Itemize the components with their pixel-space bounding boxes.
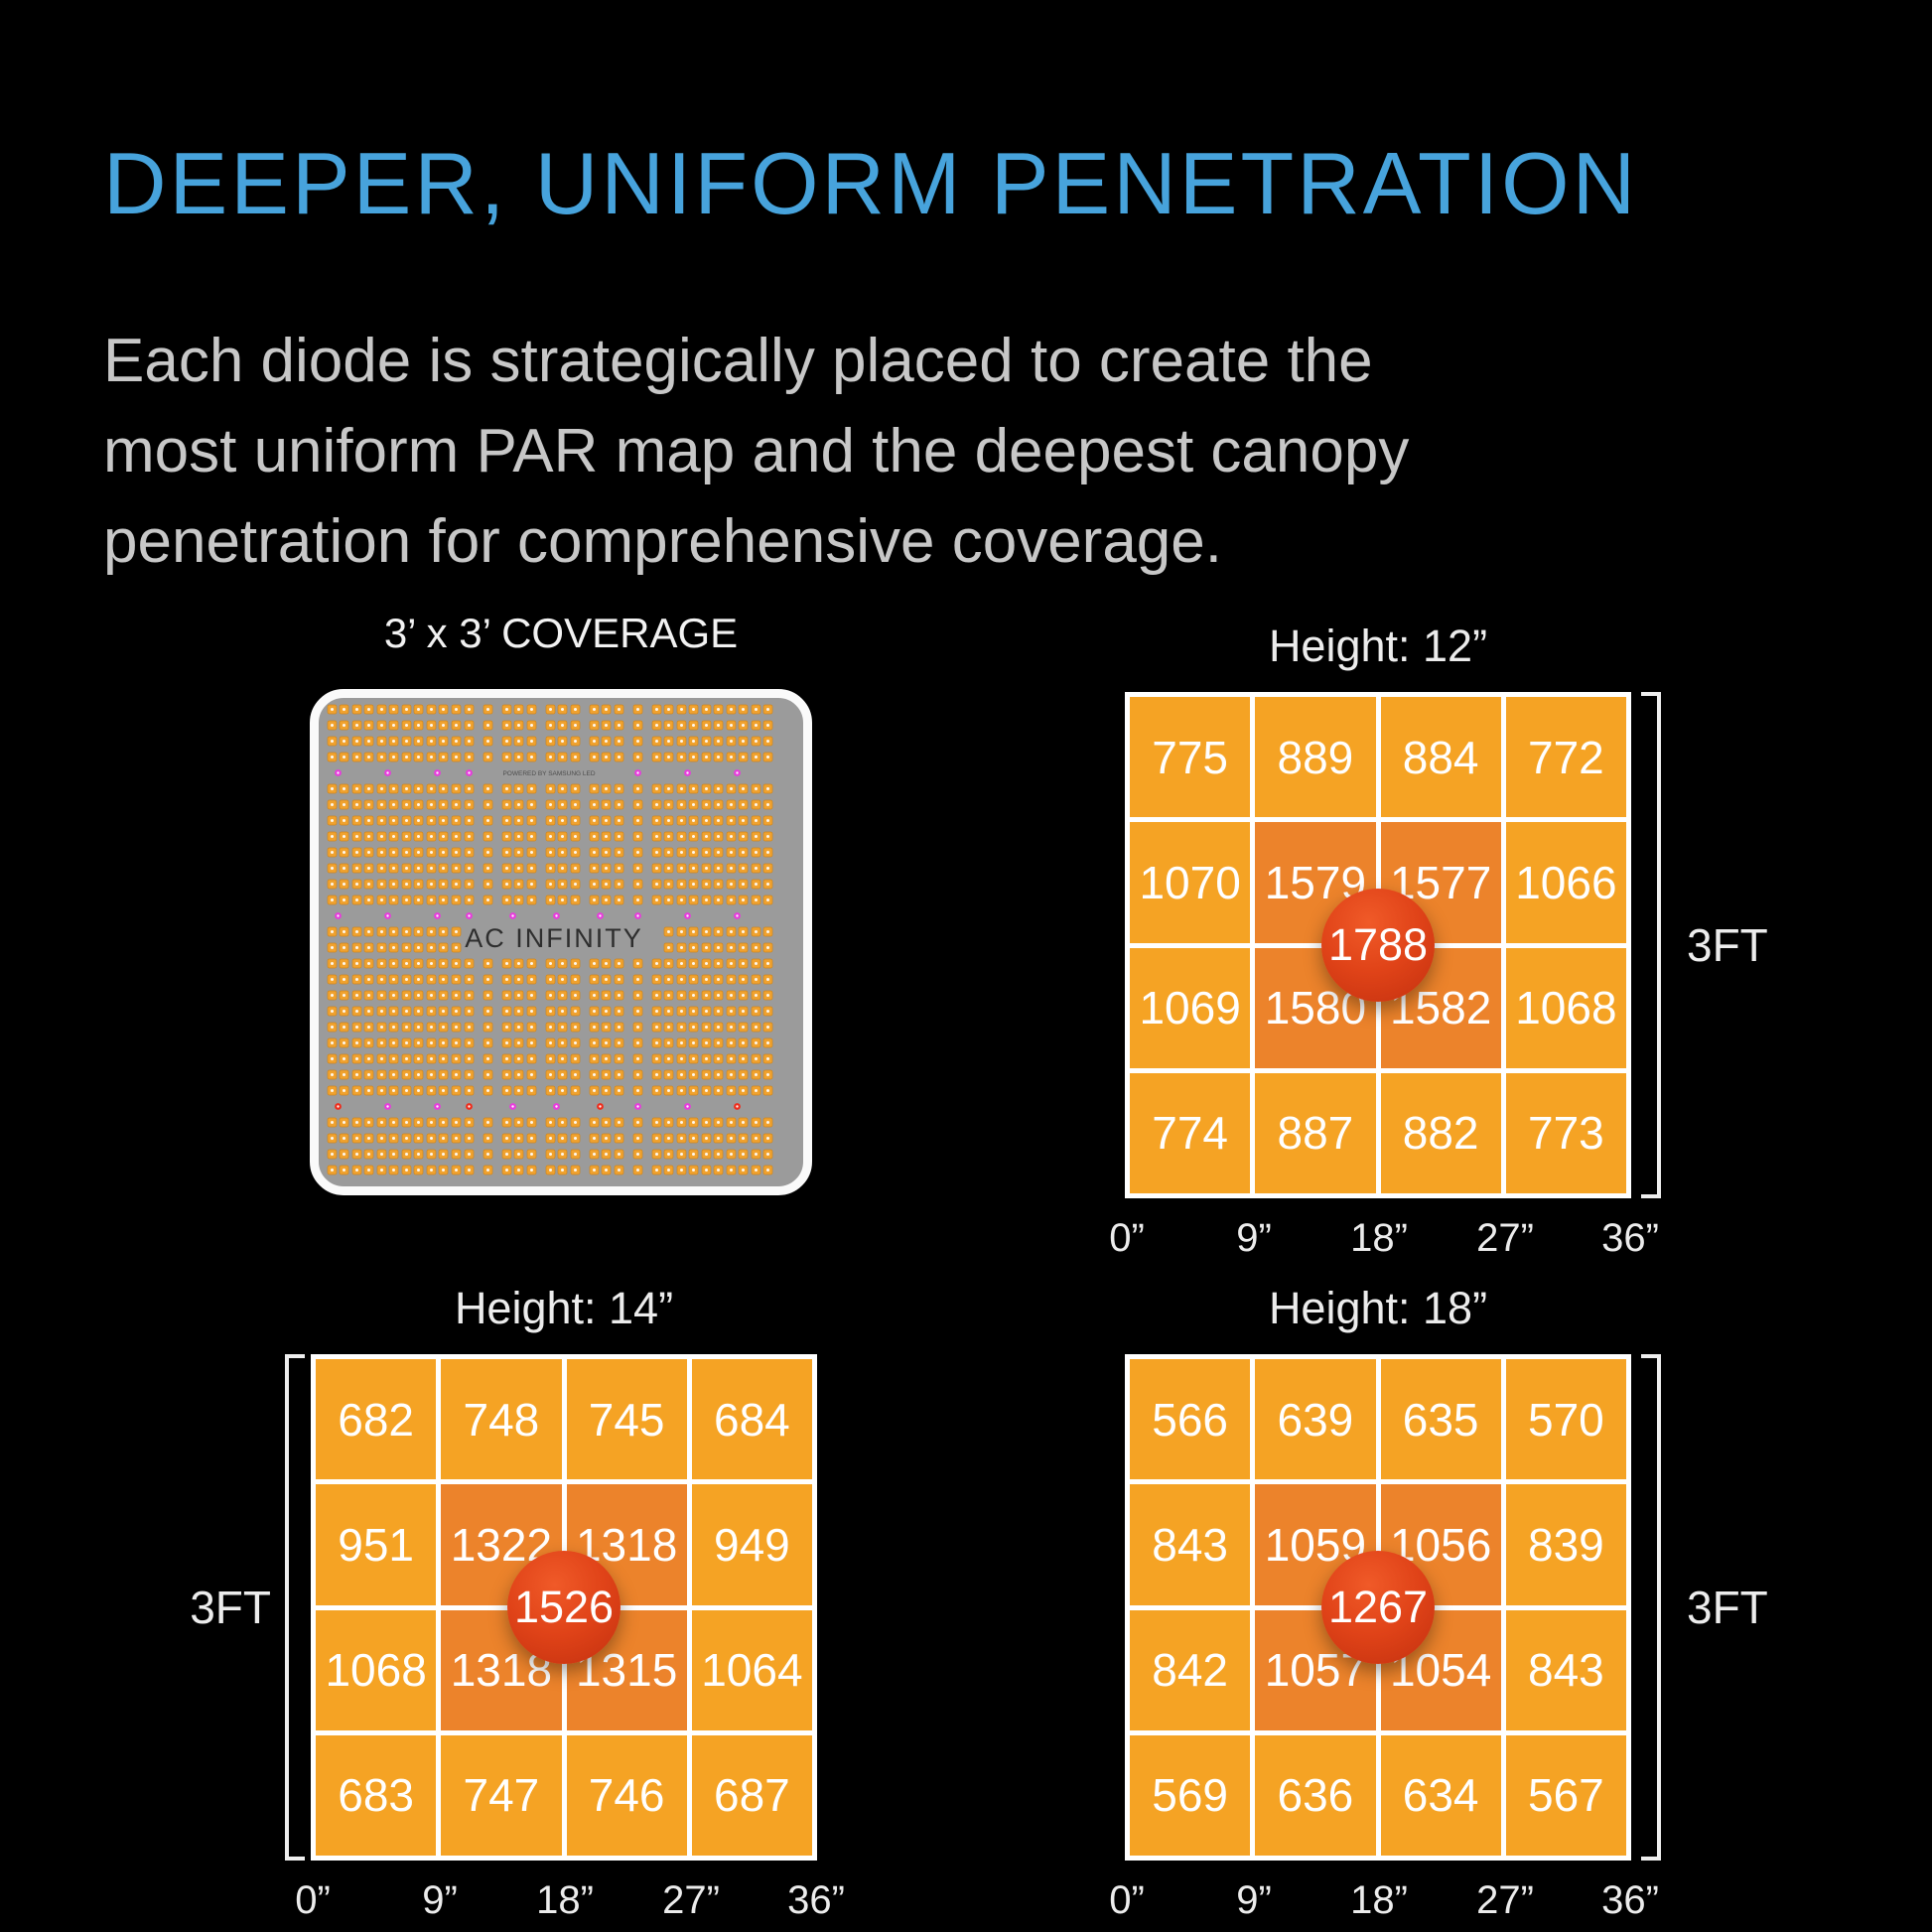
axis-tick: 36” — [1601, 1878, 1659, 1922]
par-cell: 687 — [691, 1734, 812, 1856]
led-board-image: POWERED BY SAMSUNG LED AC INFINITY — [310, 689, 812, 1195]
par-cell: 1322 — [441, 1484, 562, 1605]
par-cell: 949 — [691, 1484, 812, 1605]
par-cell: 682 — [316, 1359, 437, 1480]
page-description: Each diode is strategically placed to cr… — [103, 316, 1409, 587]
par-map-title: Height: 12” — [1268, 621, 1488, 671]
par-cell: 884 — [1380, 697, 1501, 818]
dimension-label: 3FT — [1687, 919, 1768, 971]
par-peak-value: 1267 — [1321, 1551, 1435, 1664]
par-cell: 772 — [1505, 697, 1626, 818]
par-cell: 1068 — [316, 1609, 437, 1730]
par-cell: 843 — [1130, 1484, 1251, 1605]
diode-array-graphic: POWERED BY SAMSUNG LED AC INFINITY — [327, 704, 773, 1175]
par-cell: 775 — [1130, 697, 1251, 818]
axis-tick: 27” — [662, 1878, 720, 1922]
par-cell: 1068 — [1505, 947, 1626, 1068]
par-cell: 1580 — [1255, 947, 1376, 1068]
par-cell: 1064 — [691, 1609, 812, 1730]
par-cell: 569 — [1130, 1734, 1251, 1856]
par-cell: 567 — [1505, 1734, 1626, 1856]
par-cell: 639 — [1255, 1359, 1376, 1480]
par-cell: 1069 — [1130, 947, 1251, 1068]
par-cell: 746 — [566, 1734, 687, 1856]
axis-tick: 0” — [1109, 1216, 1145, 1260]
axis-tick: 9” — [422, 1878, 458, 1922]
par-cell: 1318 — [441, 1609, 562, 1730]
par-cell: 1579 — [1255, 822, 1376, 943]
par-cell: 634 — [1380, 1734, 1501, 1856]
par-peak-value: 1788 — [1321, 889, 1435, 1002]
par-cell: 1056 — [1380, 1484, 1501, 1605]
axis-tick: 9” — [1236, 1216, 1272, 1260]
axis-tick: 27” — [1476, 1878, 1534, 1922]
par-map-title: Height: 18” — [1268, 1283, 1488, 1333]
par-cell: 842 — [1130, 1609, 1251, 1730]
par-cell: 887 — [1255, 1072, 1376, 1193]
par-cell: 882 — [1380, 1072, 1501, 1193]
par-cell: 889 — [1255, 697, 1376, 818]
par-cell: 1066 — [1505, 822, 1626, 943]
description-line: penetration for comprehensive coverage. — [103, 507, 1222, 576]
axis-tick: 0” — [295, 1878, 331, 1922]
axis-tick: 18” — [1350, 1878, 1408, 1922]
par-cell: 566 — [1130, 1359, 1251, 1480]
par-cell: 748 — [441, 1359, 562, 1480]
par-cell: 839 — [1505, 1484, 1626, 1605]
board-coverage-label: 3’ x 3’ COVERAGE — [383, 610, 739, 656]
par-map-title: Height: 14” — [454, 1283, 674, 1333]
dimension-label: 3FT — [190, 1582, 271, 1633]
axis-tick: 36” — [787, 1878, 845, 1922]
description-line: Each diode is strategically placed to cr… — [103, 327, 1373, 395]
axis-tick: 18” — [1350, 1216, 1408, 1260]
par-cell: 683 — [316, 1734, 437, 1856]
par-cell: 1070 — [1130, 822, 1251, 943]
dimension-bracket — [285, 1354, 305, 1861]
dimension-bracket — [1641, 1354, 1661, 1861]
description-line: most uniform PAR map and the deepest can… — [103, 417, 1410, 485]
par-cell: 635 — [1380, 1359, 1501, 1480]
par-cell: 684 — [691, 1359, 812, 1480]
axis-tick: 18” — [536, 1878, 594, 1922]
par-cell: 570 — [1505, 1359, 1626, 1480]
par-cell: 774 — [1130, 1072, 1251, 1193]
par-cell: 843 — [1505, 1609, 1626, 1730]
board-brand-text: AC INFINITY — [465, 923, 643, 953]
par-cell: 636 — [1255, 1734, 1376, 1856]
dimension-bracket — [1641, 692, 1661, 1198]
dimension-label: 3FT — [1687, 1582, 1768, 1633]
par-cell: 951 — [316, 1484, 437, 1605]
axis-tick: 0” — [1109, 1878, 1145, 1922]
par-cell: 773 — [1505, 1072, 1626, 1193]
page-title: DEEPER, UNIFORM PENETRATION — [103, 134, 1639, 232]
axis-tick: 9” — [1236, 1878, 1272, 1922]
axis-tick: 27” — [1476, 1216, 1534, 1260]
par-cell: 747 — [441, 1734, 562, 1856]
board-subtext: POWERED BY SAMSUNG LED — [502, 770, 595, 777]
axis-tick: 36” — [1601, 1216, 1659, 1260]
par-cell: 745 — [566, 1359, 687, 1480]
par-peak-value: 1526 — [507, 1551, 621, 1664]
